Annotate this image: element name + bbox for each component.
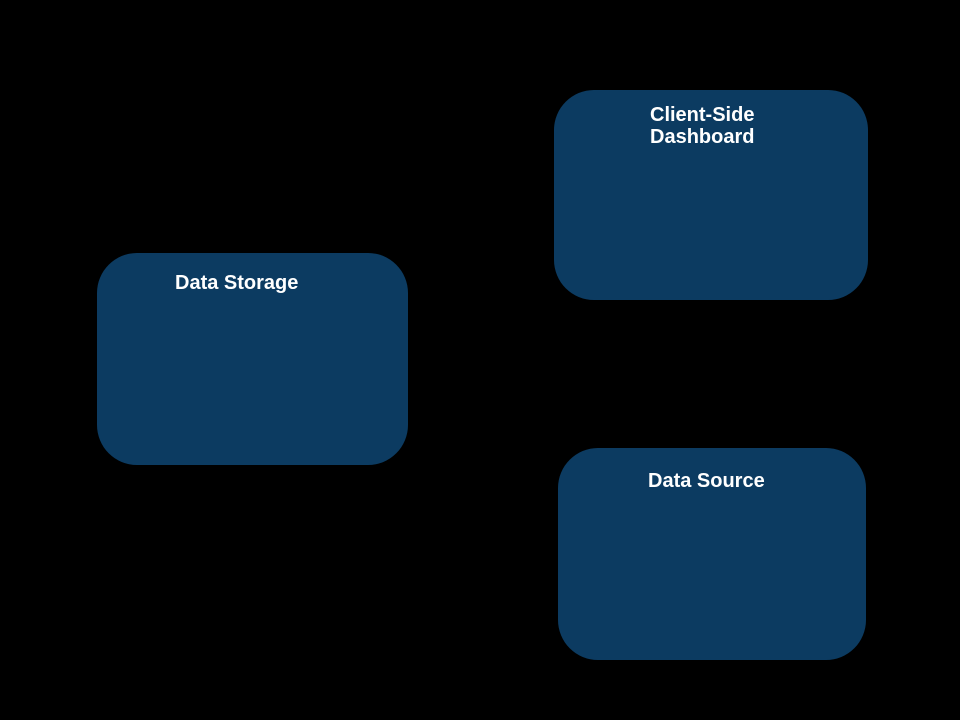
node-client-side-dashboard-label: Client-Side Dashboard — [650, 104, 755, 148]
node-data-source-label: Data Source — [648, 470, 765, 492]
node-data-storage-label: Data Storage — [175, 272, 299, 294]
node-client-side-dashboard: Client-Side Dashboard — [554, 90, 868, 300]
node-data-source: Data Source — [558, 448, 866, 660]
node-data-storage: Data Storage — [97, 253, 408, 465]
